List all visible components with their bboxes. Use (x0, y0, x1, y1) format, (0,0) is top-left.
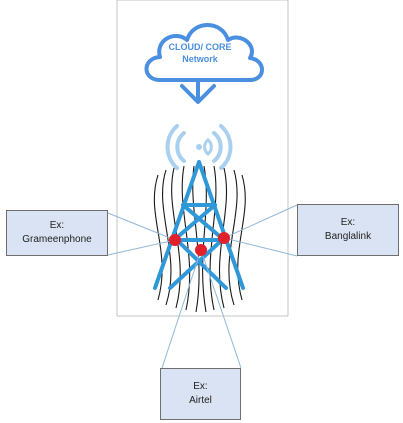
callout-name: Banglalink (324, 231, 372, 242)
down-arrow-icon (180, 78, 216, 104)
callout-prefix: Ex: (340, 217, 356, 228)
callout-prefix: Ex: (49, 220, 65, 231)
connector-lines (107, 204, 298, 369)
operator-dot-grameenphone (169, 234, 181, 246)
operator-dot-banglalink (218, 232, 230, 244)
operator-dot-airtel (195, 244, 207, 256)
callout-airtel: Ex: Airtel (160, 368, 241, 420)
signal-waves-icon (165, 124, 233, 170)
cloud-label-line2: Network (182, 54, 218, 64)
callout-banglalink: Ex: Banglalink (297, 204, 399, 256)
tower-frame (116, 0, 289, 317)
cloud-label-line1: CLOUD/ CORE (168, 42, 232, 52)
callout-prefix: Ex: (193, 381, 208, 392)
cloud-icon (144, 23, 264, 82)
callout-grameenphone: Ex: Grameenphone (6, 210, 108, 256)
callout-name: Airtel (189, 395, 212, 406)
callout-name: Grameenphone (22, 234, 92, 245)
